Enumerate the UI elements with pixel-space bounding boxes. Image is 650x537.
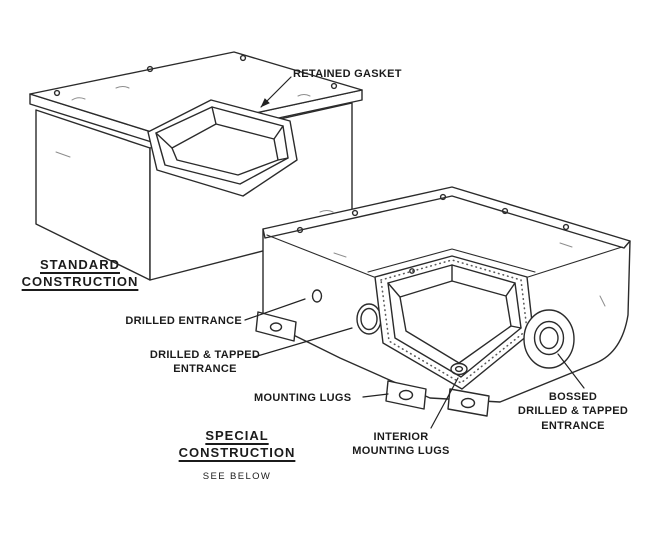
left-mounting-lug-hole (269, 322, 283, 332)
box2-interior-walls (387, 264, 522, 329)
drilled-tapped-line1: DRILLED & TAPPED (149, 349, 261, 361)
interior-mounting-lug-hole (454, 365, 464, 373)
drilled-tapped-hole-inner (360, 307, 378, 331)
bossed-leader (557, 353, 585, 389)
interior-lugs-leader (430, 377, 459, 429)
boss-hole-outer (533, 320, 565, 356)
drilled-entrance-leader (244, 298, 306, 321)
box1-lid-top-face (29, 51, 363, 135)
bossed-entrance-label: BOSSED DRILLED & TAPPED ENTRANCE (512, 390, 634, 433)
left-mounting-lug (255, 311, 297, 342)
box1-interior-walls (155, 106, 289, 161)
special-construction-title: SPECIAL CONSTRUCTION (172, 428, 302, 462)
drilled-tapped-leader (253, 327, 353, 358)
retained-gasket-leader (260, 76, 292, 108)
mounting-lugs-label: MOUNTING LUGS (254, 392, 352, 404)
box1-cover-screw-holes (53, 54, 338, 97)
standard-construction-title: STANDARD CONSTRUCTION (8, 257, 152, 291)
interior-mounting-lugs-label: INTERIOR MOUNTING LUGS (342, 430, 460, 459)
box2-flange-band (262, 195, 631, 249)
bossed-line2: DRILLED & TAPPED (517, 405, 629, 418)
standard-construction-line2: CONSTRUCTION (21, 273, 139, 289)
interior-mounting-lug (450, 362, 468, 376)
boss-hole-inner (539, 326, 559, 350)
special-construction-line1: SPECIAL (205, 428, 269, 443)
drilled-tapped-line2: ENTRANCE (173, 363, 237, 376)
box1-opening-rim (147, 99, 298, 197)
drilled-entrance-hole (311, 289, 323, 303)
box2-opening-outer-lip (367, 248, 536, 273)
channel-screw-hole (409, 268, 415, 274)
boss-outline (523, 309, 575, 369)
bottom-mounting-lug-1-hole (398, 389, 414, 401)
bottom-mounting-lug-2-hole (460, 397, 476, 409)
special-construction-line2: CONSTRUCTION (178, 444, 296, 460)
box2-flange-inner-edges (266, 234, 623, 278)
see-below-note: SEE BELOW (202, 471, 272, 482)
mounting-lugs-leader (362, 393, 389, 398)
standard-construction-line1: STANDARD (40, 257, 120, 272)
retained-gasket-label: RETAINED GASKET (293, 68, 402, 80)
drilled-tapped-entrance-label: DRILLED & TAPPED ENTRANCE (146, 348, 264, 377)
texture-marks (55, 86, 606, 307)
interior-lugs-line1: INTERIOR (373, 431, 429, 443)
box2-cover-screw-holes (296, 193, 570, 234)
interior-lugs-line2: MOUNTING LUGS (352, 445, 450, 458)
bossed-line3: ENTRANCE (541, 419, 605, 432)
bottom-mounting-lug-2 (447, 388, 490, 417)
leader-lines (244, 76, 585, 429)
bossed-line1: BOSSED (548, 391, 598, 403)
special-box (255, 186, 631, 417)
drilled-entrance-label: DRILLED ENTRANCE (125, 315, 242, 327)
